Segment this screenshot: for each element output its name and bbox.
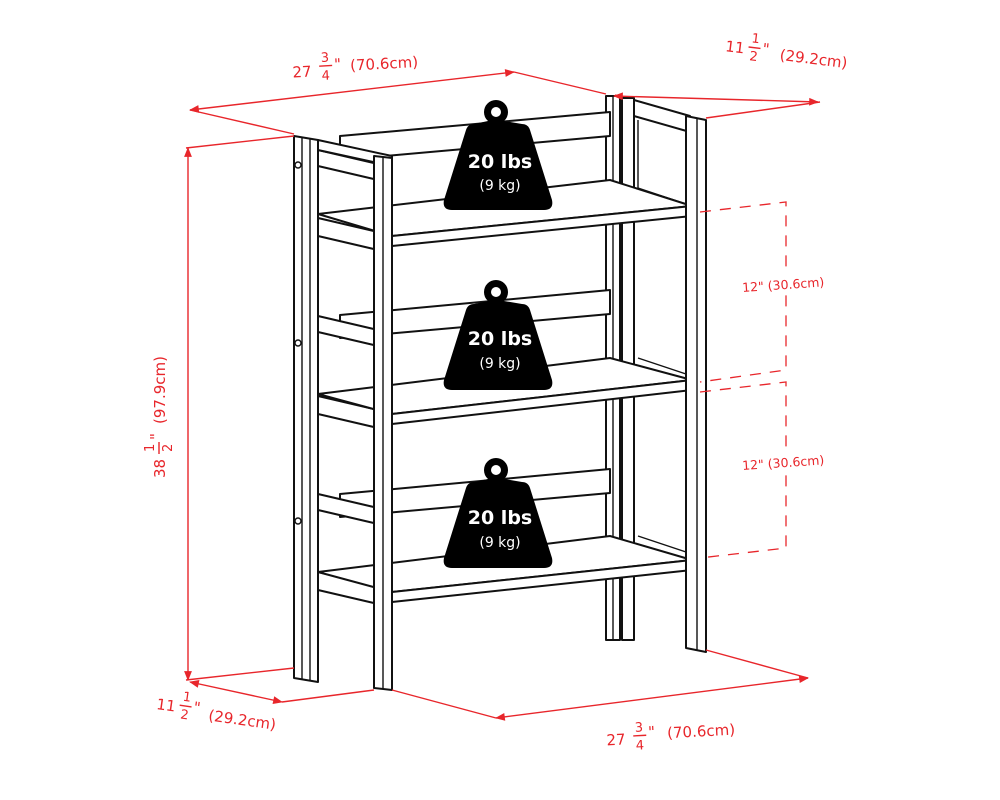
dimension-lines — [184, 69, 821, 721]
svg-text:(70.6cm): (70.6cm) — [350, 53, 419, 75]
bottom-depth-dimension-line — [189, 680, 283, 704]
weight-label: 20 lbs — [468, 151, 532, 173]
extension-line — [281, 689, 375, 703]
svg-text:2: 2 — [748, 49, 758, 65]
right-side-frame — [633, 99, 691, 553]
svg-text:3: 3 — [320, 51, 329, 66]
svg-text:4: 4 — [635, 738, 644, 753]
bottom-width-dimension-line — [495, 675, 809, 721]
svg-text:38: 38 — [151, 459, 169, 478]
svg-text:": " — [761, 40, 770, 59]
svg-text:12" (30.6cm): 12" (30.6cm) — [742, 274, 825, 295]
svg-text:2: 2 — [161, 444, 176, 452]
svg-text:1: 1 — [751, 31, 761, 47]
svg-text:12" (30.6cm): 12" (30.6cm) — [742, 452, 825, 473]
extension-line — [189, 109, 295, 135]
weight-icon-middle: 20 lbs (9 kg) — [443, 280, 553, 390]
top-width-dimension-line — [189, 69, 515, 113]
top-width-label: 27 3 4 " (70.6cm) — [292, 51, 419, 84]
weight-icon-bottom: 20 lbs (9 kg) — [443, 458, 553, 568]
extension-line — [391, 689, 497, 719]
top-depth-label: 11 1 2 " (29.2cm) — [724, 31, 849, 72]
svg-text:": " — [334, 55, 342, 73]
svg-text:3: 3 — [634, 720, 643, 735]
weight-icon-top: 20 lbs (9 kg) — [443, 100, 553, 210]
svg-text:11: 11 — [724, 37, 745, 57]
svg-text:(29.2cm): (29.2cm) — [779, 46, 849, 72]
weight-metric-label: (9 kg) — [479, 356, 520, 372]
svg-text:27: 27 — [606, 730, 626, 749]
svg-text:": " — [147, 433, 165, 440]
extension-line — [185, 667, 295, 681]
svg-text:11: 11 — [155, 695, 176, 715]
height-label: 38 1 2 " (97.9cm) — [143, 356, 176, 478]
svg-text:(29.2cm): (29.2cm) — [207, 706, 277, 733]
svg-text:1: 1 — [143, 444, 158, 452]
svg-text:(97.9cm): (97.9cm) — [151, 356, 169, 424]
shelf-spacing-label-upper: 12" (30.6cm) — [739, 268, 833, 298]
bottom-depth-label: 11 1 2 " (29.2cm) — [155, 690, 277, 734]
weight-metric-label: (9 kg) — [479, 535, 520, 551]
svg-text:4: 4 — [321, 69, 330, 84]
weight-label: 20 lbs — [468, 507, 532, 529]
back-left-post — [293, 135, 319, 683]
weight-metric-label: (9 kg) — [479, 178, 520, 194]
shelf-spacing-label-lower: 12" (30.6cm) — [739, 446, 833, 476]
svg-text:": " — [192, 698, 201, 717]
weight-label: 20 lbs — [468, 328, 532, 350]
svg-text:1: 1 — [182, 690, 192, 706]
extension-line — [705, 649, 809, 679]
svg-text:(70.6cm): (70.6cm) — [667, 721, 736, 743]
extension-line — [513, 71, 607, 95]
extension-line — [705, 101, 821, 119]
bookshelf-drawing — [293, 95, 707, 691]
bottom-width-label: 27 3 4 " (70.6cm) — [606, 720, 736, 753]
extension-line — [185, 135, 295, 149]
svg-text:27: 27 — [292, 63, 312, 82]
front-right-post — [685, 115, 707, 653]
top-depth-dimension-line — [613, 92, 819, 106]
front-left-post — [317, 139, 393, 691]
svg-text:": " — [648, 723, 656, 741]
svg-text:2: 2 — [179, 708, 189, 724]
